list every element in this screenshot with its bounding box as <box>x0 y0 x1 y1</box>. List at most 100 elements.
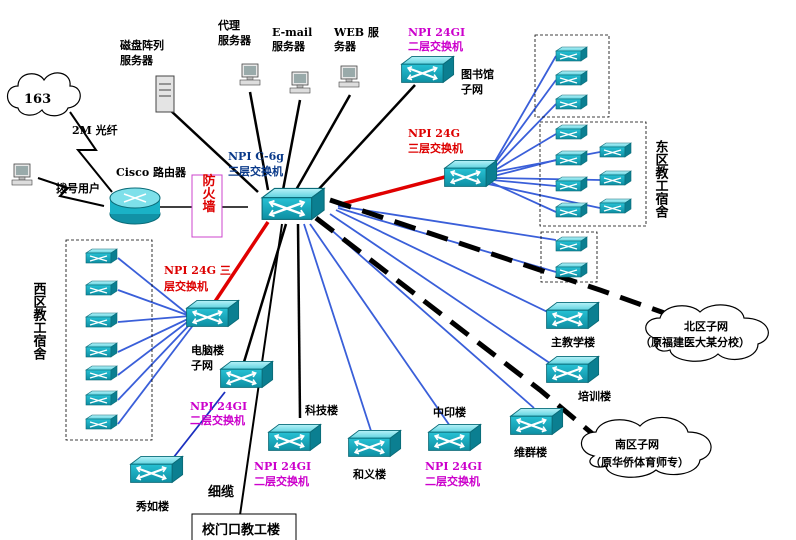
email-server-icon <box>289 71 311 94</box>
main-teach-label: 主教学楼 <box>551 335 595 349</box>
disk-array-server-icon <box>155 75 175 113</box>
lib-switch-label-1: NPI 24GI <box>408 26 465 39</box>
east-link-6 <box>493 159 557 177</box>
disk-array-label-2: 服务器 <box>120 53 154 67</box>
library-label-1: 图书馆 <box>461 67 494 81</box>
west-link-7 <box>117 323 195 425</box>
heyi-switch <box>347 429 402 458</box>
cloud-south: 南区子网 （原华侨体育师专） <box>580 416 712 478</box>
firewall-box <box>191 174 223 238</box>
west-dorm-label: 西区教工宿舍 <box>31 282 48 361</box>
west-dorm-switches <box>85 248 118 430</box>
west-link-5 <box>117 319 191 376</box>
north-dashed-link <box>329 197 671 318</box>
lib-switch-label-2: 二层交换机 <box>408 39 463 53</box>
east-dorm-switch <box>599 142 632 158</box>
cloud-163: 163 <box>6 72 81 117</box>
east-box-top <box>534 34 610 118</box>
east-switch-label-2: 三层交换机 <box>408 141 463 155</box>
east-switch-label-1: NPI 24G <box>408 127 460 140</box>
gate-bldg-label: 校门口教工楼 <box>202 522 280 538</box>
east-link-1 <box>489 55 557 171</box>
zhongyin-switch <box>427 423 482 452</box>
core-keji-link <box>296 223 302 419</box>
west-link-4 <box>117 317 191 353</box>
computer-xiuru-link <box>169 391 226 463</box>
email-core-link <box>281 99 302 191</box>
sw-c-label-1: NPI 24GI <box>425 460 482 473</box>
cloud-163-label: 163 <box>24 92 51 107</box>
east-dorm-switch <box>555 176 588 192</box>
proxy-core-link <box>248 91 270 191</box>
core-switch <box>260 187 326 221</box>
core-east2-link <box>337 205 557 241</box>
south-dashed-link <box>314 216 602 442</box>
east-link-8 <box>491 179 557 187</box>
proxy-server-icon <box>239 63 261 86</box>
east-dorm-switches <box>555 46 632 278</box>
library-core-link <box>317 84 416 191</box>
core-zhongyin-link <box>309 223 451 427</box>
east-dorm-switch <box>555 124 588 140</box>
north-label-2: （原福建医大某分校） <box>640 335 750 349</box>
xiuru-label: 秀如楼 <box>135 499 169 513</box>
email-label-1: E-mail <box>272 26 312 39</box>
east-switch <box>443 159 498 188</box>
east-box-low <box>540 231 598 283</box>
west-switch-label-2: 层交换机 <box>163 279 208 293</box>
west-dorm-switch <box>85 312 118 328</box>
core-label-2: 三层交换机 <box>228 164 283 178</box>
library-switch <box>400 55 455 84</box>
computer-switch <box>219 360 274 389</box>
web-label-1: WEB 服 <box>333 26 380 39</box>
cisco-router <box>109 187 161 225</box>
dialup-label: 拨号用户 <box>56 181 100 195</box>
west-link-1 <box>117 257 191 317</box>
computer-label-1: 电脑楼 <box>191 343 224 357</box>
training-switch <box>545 355 600 384</box>
west-link-6 <box>117 321 193 401</box>
fiber-link <box>69 111 113 193</box>
main-teach-switch <box>545 301 600 330</box>
west-dorm-switch <box>85 390 118 406</box>
west-switch-label-1: NPI 24G 三 <box>164 264 231 277</box>
east-dorm-switch <box>555 236 588 252</box>
computer-label-2: 子网 <box>191 359 213 372</box>
east-core-link <box>337 175 446 207</box>
dialup-link <box>37 177 105 207</box>
east-dorm-switch <box>599 170 632 186</box>
west-dorm-switch <box>85 248 118 264</box>
proxy-label-1: 代理 <box>217 18 240 32</box>
west-core-link <box>210 221 270 307</box>
west-switch <box>185 299 240 328</box>
east-dorm-switch <box>555 70 588 86</box>
web-label-2: 务器 <box>334 39 357 53</box>
router-label: Cisco 路由器 <box>116 165 187 179</box>
core-heyi-link <box>303 223 373 435</box>
west-dorm-switch <box>85 280 118 296</box>
east-dorm-switch <box>599 198 632 214</box>
firewall-label: 防火墙 <box>200 173 216 214</box>
west-dorm-switch <box>85 365 118 381</box>
sw-a-label-1: NPI 24GI <box>190 400 247 413</box>
disk-core-link <box>169 109 259 193</box>
east-dorm-label: 东区教工宿舍 <box>653 139 670 219</box>
dialup-pc-icon <box>11 163 33 186</box>
west-dorm-switch <box>85 414 118 430</box>
library-label-2: 子网 <box>461 83 483 96</box>
email-label-2: 服务器 <box>272 39 306 53</box>
xiuru-switch <box>129 455 184 484</box>
training-label: 培训楼 <box>578 389 611 403</box>
east-link-2 <box>489 79 557 171</box>
east-dorm-switch <box>555 94 588 110</box>
east-dorm-switch <box>555 202 588 218</box>
east-dorm-switch <box>555 150 588 166</box>
east-link-4 <box>491 133 557 173</box>
west-dorm-switch <box>85 342 118 358</box>
west-link-2 <box>117 289 191 317</box>
core-training-link <box>329 213 561 371</box>
east-link-3 <box>489 103 557 173</box>
core-mainteach-link <box>335 209 561 319</box>
sw-a-label-2: 二层交换机 <box>190 413 245 427</box>
